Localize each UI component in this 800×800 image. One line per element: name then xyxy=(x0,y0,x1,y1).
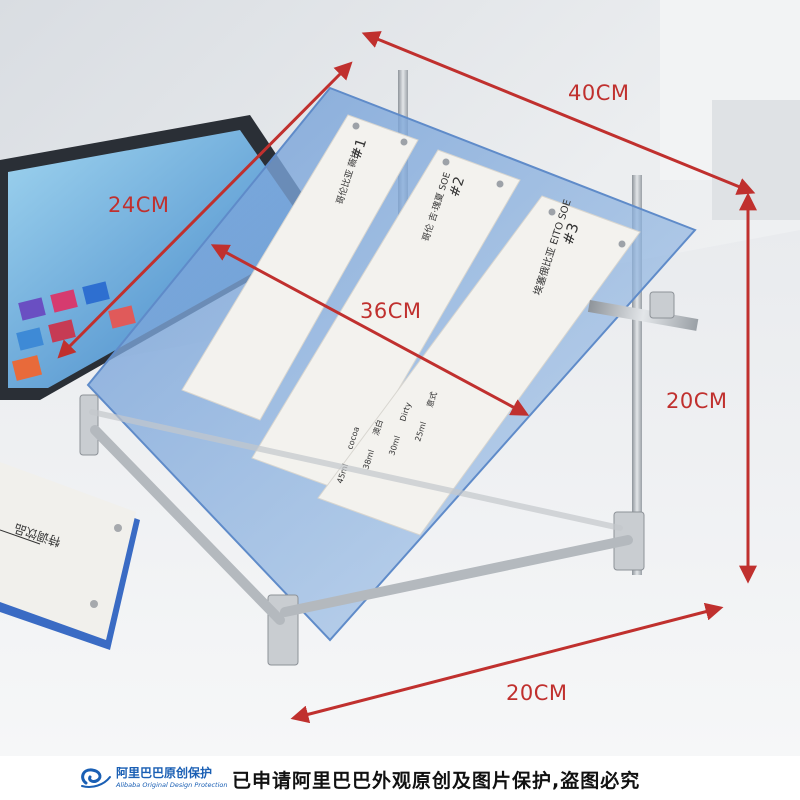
brand-name-cn: 阿里巴巴原创保护 xyxy=(116,766,213,781)
upper-clamp xyxy=(649,291,675,319)
rear-rod-right xyxy=(632,175,642,575)
svg-text:澳白: 澳白 xyxy=(370,418,384,436)
brand-name-en: Alibaba Original Design Protection xyxy=(116,781,228,790)
dimension-label-panel-width: 36CM xyxy=(360,299,422,323)
dimension-label-height: 20CM xyxy=(666,389,728,413)
dimension-label-depth: 24CM xyxy=(108,193,170,217)
dimension-label-base-width: 20CM xyxy=(506,681,568,705)
dimension-arrow-top-width xyxy=(361,31,756,195)
photo-scene: 特调饮品 #1 哥伦比亚 薇拉 #2 哥伦 吉·瑰夏 SOE #3 埃塞俄比亚 … xyxy=(0,0,800,756)
dimension-arrow-base-width xyxy=(290,602,724,724)
base-frame xyxy=(79,394,645,666)
copyright-notice: 已申请阿里巴巴外观原创及图片保护,盗图必究 xyxy=(232,770,641,792)
card-3-number: #3 xyxy=(559,221,583,248)
dimension-arrow-depth xyxy=(57,61,353,359)
left-menu-sign: 特调饮品 xyxy=(0,462,140,650)
alibaba-logo-icon xyxy=(81,768,111,788)
side-cabinet xyxy=(712,100,800,220)
dimension-label-top-width: 40CM xyxy=(568,81,630,105)
side-support-rod xyxy=(587,300,699,331)
brand-mark: 阿里巴巴原创保护 Alibaba Original Design Protect… xyxy=(78,762,228,794)
copyright-footer: 阿里巴巴原创保护 Alibaba Original Design Protect… xyxy=(0,756,800,800)
dimension-arrow-panel-width xyxy=(210,244,530,416)
